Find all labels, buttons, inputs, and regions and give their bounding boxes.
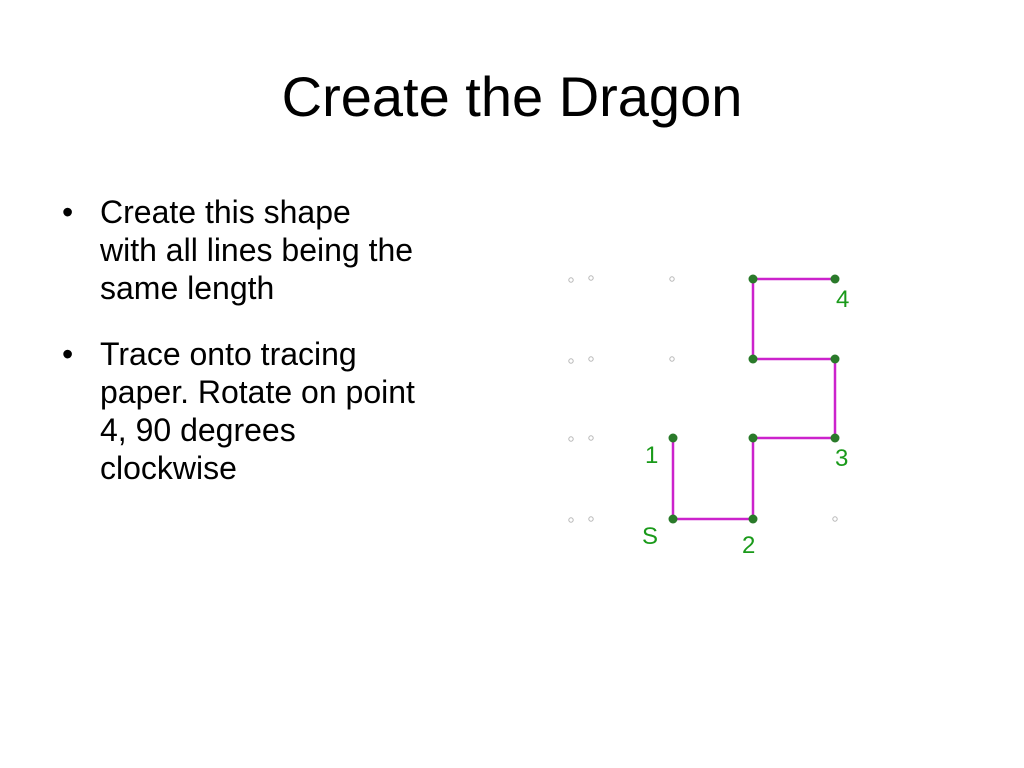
dragon-figure-svg: S 1 2 3 4: [568, 274, 849, 559]
bullet-line: same length: [100, 270, 275, 306]
grid-dot: [588, 435, 594, 441]
point-3: [830, 433, 840, 443]
grid-dot: [588, 275, 594, 281]
bullet-line: paper. Rotate on point: [100, 374, 415, 410]
point-4: [830, 274, 840, 284]
point-1: [668, 433, 678, 443]
point-corner-c: [748, 354, 758, 364]
grid-dot: [669, 356, 675, 362]
dragon-points: [668, 274, 840, 524]
point-corner-d: [748, 274, 758, 284]
bullet-item: • Create this shape with all lines being…: [62, 193, 512, 307]
label-3: 3: [835, 445, 848, 472]
grid-dot: [588, 516, 594, 522]
bullet-list: • Create this shape with all lines being…: [62, 193, 512, 515]
point-2: [748, 514, 758, 524]
bullet-line: clockwise: [100, 450, 237, 486]
grid-dot: [568, 517, 574, 523]
bullet-line: Trace onto tracing: [100, 336, 357, 372]
grid-dot: [568, 358, 574, 364]
bullet-line: with all lines being the: [100, 232, 414, 268]
grid-dot: [568, 277, 574, 283]
point-corner-b: [830, 354, 840, 364]
label-4: 4: [836, 286, 849, 313]
slide-title: Create the Dragon: [281, 65, 743, 128]
dragon-figure: S 1 2 3 4: [560, 265, 880, 565]
bullet-line: Create this shape: [100, 194, 351, 230]
point-s: [668, 514, 678, 524]
point-corner-a: [748, 433, 758, 443]
label-1: 1: [645, 442, 658, 469]
dragon-path: [673, 277, 837, 521]
bullet-dot: •: [62, 194, 74, 230]
label-2: 2: [742, 532, 755, 559]
label-s: S: [642, 523, 658, 550]
grid-dot: [568, 436, 574, 442]
bullet-dot: •: [62, 336, 74, 372]
bullet-item: • Trace onto tracing paper. Rotate on po…: [62, 335, 512, 487]
grid-dot: [832, 516, 838, 522]
bullet-line: 4, 90 degrees: [100, 412, 296, 448]
grid-dot: [669, 276, 675, 282]
grid-dots: [568, 275, 838, 523]
grid-dot: [588, 356, 594, 362]
